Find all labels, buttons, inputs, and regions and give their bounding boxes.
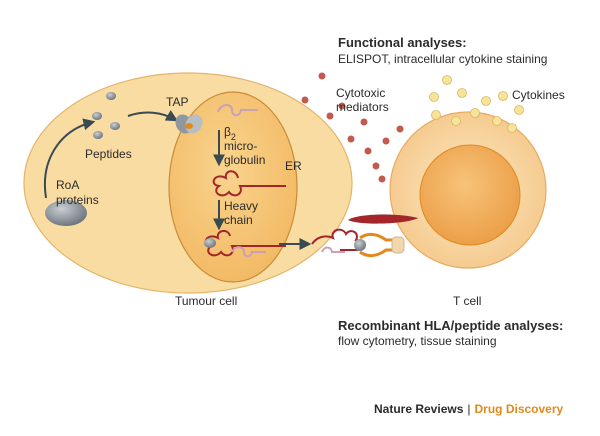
cytotoxic-mediator — [347, 135, 355, 143]
cytokine — [429, 92, 439, 102]
cytokine — [481, 96, 491, 106]
cytotoxic-mediator — [382, 137, 390, 145]
cytotoxic-mediator — [372, 162, 380, 170]
mediators-label: mediators — [336, 100, 389, 114]
cytotoxic-mediator-dots — [301, 72, 404, 183]
roa-label: RoA — [56, 178, 79, 192]
transport-arrow — [127, 110, 179, 122]
hla-peptide-complex-er — [204, 230, 286, 258]
roa-label-proteins: proteins — [56, 193, 99, 207]
heavy-chain-molecule — [212, 170, 286, 197]
heavy-label: Heavy — [224, 199, 258, 213]
hla-peptide-complex-surface — [311, 228, 366, 253]
b2m-label: β2 — [224, 125, 236, 142]
cytotoxic-mediator — [378, 175, 386, 183]
roa-protein-blob — [45, 200, 87, 226]
recombinant-analyses-methods: flow cytometry, tissue staining — [338, 334, 497, 348]
cytokine — [457, 88, 467, 98]
cytotoxic-mediator — [338, 102, 346, 110]
processing-arrow — [43, 118, 96, 199]
t-cell-receptor — [359, 232, 405, 258]
globulin-label: globulin — [224, 153, 265, 167]
er-compartment — [168, 91, 298, 283]
cytokine — [431, 110, 441, 120]
cytokine-dots — [429, 75, 524, 133]
peptides-label: Peptides — [85, 147, 132, 161]
cytokine — [442, 75, 452, 85]
peptide — [110, 122, 120, 130]
peptide-group — [92, 92, 120, 139]
cytokine — [451, 116, 461, 126]
peptide — [106, 92, 116, 100]
t-cell-nucleus — [419, 144, 521, 246]
cytokine — [507, 123, 517, 133]
journal-credit: Nature Reviews|Drug Discovery — [374, 402, 564, 416]
peptide — [93, 131, 103, 139]
tumour-cell-label: Tumour cell — [175, 294, 237, 308]
cytokine — [498, 91, 508, 101]
er-label: ER — [285, 159, 302, 173]
cytokines-label: Cytokines — [512, 88, 565, 102]
cytokine — [514, 105, 524, 115]
cytotoxic-mediator — [301, 96, 309, 104]
cytotoxic-mediator — [326, 112, 334, 120]
tap-label: TAP — [166, 95, 188, 109]
chain-label: chain — [224, 213, 253, 227]
b2m-molecule — [217, 104, 258, 117]
t-cell-label: T cell — [453, 294, 481, 308]
cytotoxic-mediator — [396, 125, 404, 133]
cytotoxic-granule-streak — [348, 214, 418, 224]
functional-analyses-methods: ELISPOT, intracellular cytokine staining — [338, 52, 547, 66]
micro-label: micro- — [224, 139, 257, 153]
cytokine — [492, 116, 502, 126]
cytotoxic-label: Cytotoxic — [336, 86, 385, 100]
cytotoxic-mediator — [364, 147, 372, 155]
cytotoxic-mediator — [360, 118, 368, 126]
cytotoxic-mediator — [318, 72, 326, 80]
peptide — [92, 112, 102, 120]
functional-analyses-title: Functional analyses: — [338, 35, 467, 50]
tap-transporter — [175, 114, 203, 134]
cytokine — [470, 108, 480, 118]
recombinant-analyses-title: Recombinant HLA/peptide analyses: — [338, 318, 563, 333]
